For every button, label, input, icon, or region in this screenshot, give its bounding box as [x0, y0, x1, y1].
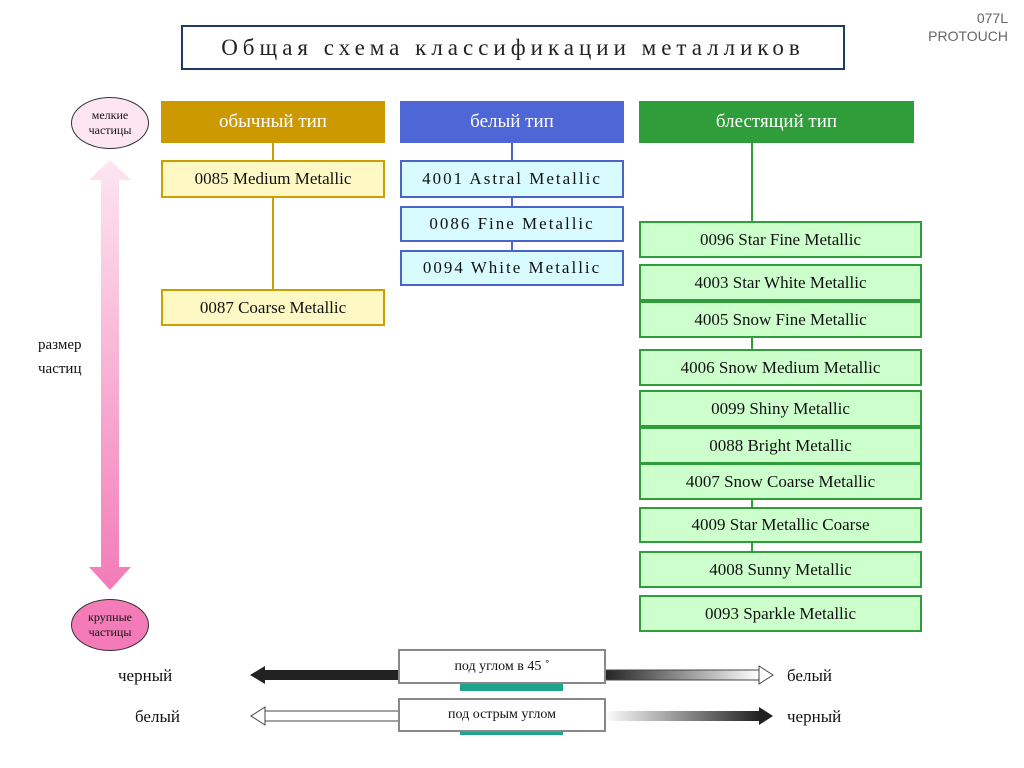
item-4003: 4003 Star White Metallic: [639, 264, 922, 301]
gradient-arrow-black-head: [759, 707, 773, 725]
gradient-arrow-black-to-white: [250, 666, 400, 684]
diagram-title: Общая схема классификации металликов: [181, 25, 845, 70]
item-0099: 0099 Shiny Metallic: [639, 390, 922, 427]
gradient-arrow-white-to-black: [604, 711, 759, 721]
item-0085: 0085 Medium Metallic: [161, 160, 385, 198]
teal-swatch: [460, 729, 563, 735]
item-4006: 4006 Snow Medium Metallic: [639, 349, 922, 386]
gradient-arrow-shaft: [603, 669, 760, 681]
item-4001: 4001 Astral Metallic: [400, 160, 624, 198]
particle-size-line1: размер: [38, 337, 82, 353]
brand-name: PROTOUCH: [928, 28, 1008, 44]
item-0086: 0086 Fine Metallic: [400, 206, 624, 242]
header-shiny-type: блестящий тип: [639, 101, 914, 143]
fine-particles-line2: частицы: [88, 123, 132, 137]
fine-particles-line1: мелкие: [91, 108, 129, 122]
item-0088: 0088 Bright Metallic: [639, 427, 922, 464]
item-0087: 0087 Coarse Metallic: [161, 289, 385, 326]
legend-row1-left: черный: [118, 666, 173, 685]
item-0093: 0093 Sparkle Metallic: [639, 595, 922, 632]
particle-size-label: размер частиц: [38, 333, 98, 381]
coarse-particles-line2: частицы: [88, 625, 132, 639]
legend-row1-right: белый: [787, 666, 832, 685]
coarse-particles-line1: крупные: [88, 610, 132, 624]
gradient-arrow-white-head: [250, 706, 266, 726]
acute-angle-box: под острым углом: [398, 698, 606, 732]
item-4009: 4009 Star Metallic Coarse: [639, 507, 922, 543]
teal-swatch: [460, 680, 563, 691]
item-4008: 4008 Sunny Metallic: [639, 551, 922, 588]
header-white-type: белый тип: [400, 101, 624, 143]
code-number: 077L: [976, 10, 1008, 26]
particle-size-line2: частиц: [38, 361, 82, 377]
item-0094: 0094 White Metallic: [400, 250, 624, 286]
item-4007: 4007 Snow Coarse Metallic: [639, 463, 922, 500]
gradient-arrow-shaft: [264, 710, 401, 722]
item-4005: 4005 Snow Fine Metallic: [639, 301, 922, 338]
legend-row2-right: черный: [787, 707, 842, 726]
slide-code: 077L PROTOUCH: [900, 9, 1008, 45]
angle-45-box: под углом в 45 ˚: [398, 649, 606, 684]
gradient-arrow-head: [758, 665, 774, 685]
particle-size-arrow: [89, 160, 131, 590]
item-0096: 0096 Star Fine Metallic: [639, 221, 922, 258]
header-regular-type: обычный тип: [161, 101, 385, 143]
legend-row2-left: белый: [135, 707, 180, 726]
